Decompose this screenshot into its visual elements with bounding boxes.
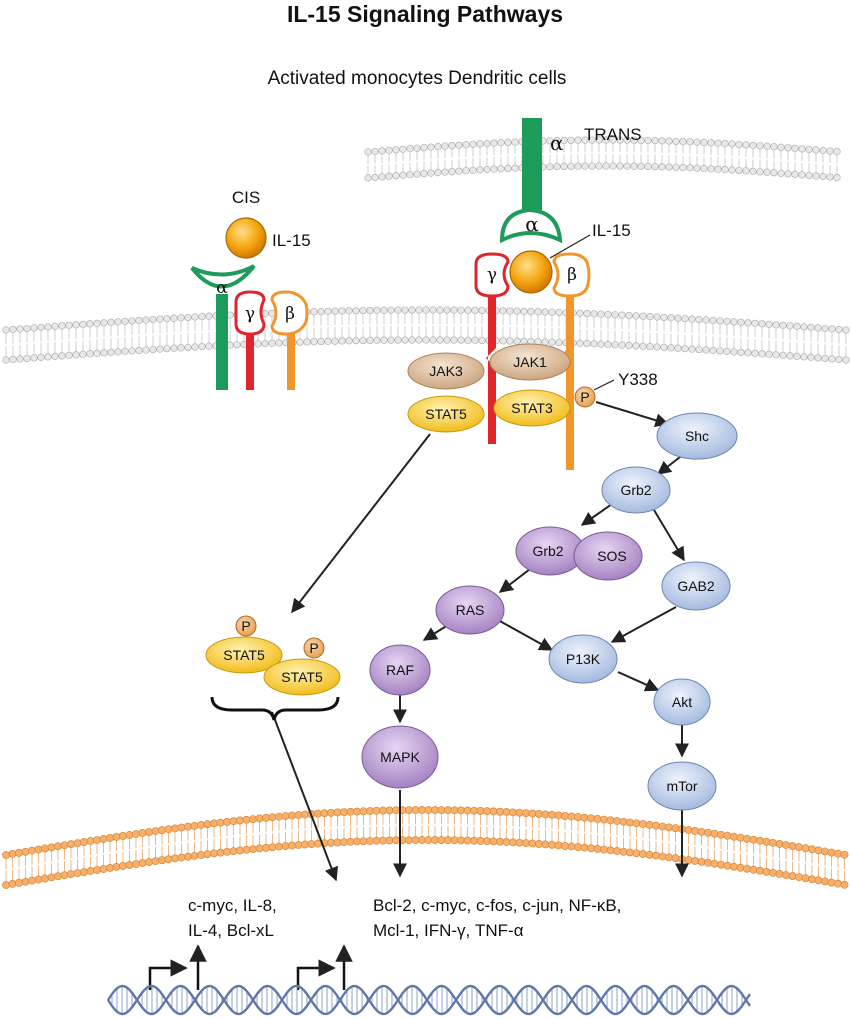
ras-label: RAS [456, 602, 485, 618]
subtitle: Activated monocytes Dendritic cells [268, 68, 567, 89]
cis-gamma-symbol: γ [245, 304, 255, 324]
arrow-stat5-dimer [291, 433, 431, 614]
cis-complex: CIS IL-15 α γ β [190, 188, 311, 390]
stat3-label: STAT3 [511, 400, 553, 416]
stat5-dimer-a-label: STAT5 [223, 647, 265, 663]
cis-beta-symbol: β [285, 304, 295, 324]
stat-genes-line1: c-myc, IL-8, [188, 896, 277, 915]
trans-alpha-top-stalk [522, 118, 542, 210]
akt-node [653, 678, 711, 726]
mtor-label: mTor [666, 778, 697, 794]
cis-label: CIS [232, 188, 260, 207]
main-genes-line1: Bcl-2, c-myc, c-fos, c-jun, NF-κB, [373, 896, 621, 915]
arrow-ras-raf [422, 624, 449, 641]
trans-il15-pointer [549, 234, 591, 259]
cis-alpha-chain [190, 264, 256, 289]
cis-alpha-stalk [216, 294, 228, 390]
stat5-label: STAT5 [425, 406, 467, 422]
arrow-grb2-gab2 [653, 509, 685, 562]
mapk-node [361, 725, 439, 789]
trans-complex: α TRANS α IL-15 γ β [474, 118, 642, 470]
y338-pointer [593, 379, 615, 391]
ras-node [435, 585, 505, 635]
trans-beta-stalk [558, 296, 574, 470]
arrow-grb2sos-ras [498, 565, 535, 593]
trans-beta-symbol: β [567, 265, 577, 285]
phospho-y338-label: P [580, 389, 589, 405]
stat5-dimer-a [205, 636, 283, 674]
sos-node [573, 531, 643, 581]
trans-label: TRANS [584, 125, 642, 144]
mapk-label: MAPK [380, 749, 420, 765]
cis-gamma-chain [234, 290, 266, 336]
trans-il15-label: IL-15 [592, 221, 631, 240]
arrow-p13k-akt [617, 671, 660, 692]
trans-alpha-top-symbol: α [550, 131, 564, 155]
stat5-dimer-b [263, 658, 341, 696]
cis-il15-ligand [225, 217, 267, 259]
raf-node [369, 644, 431, 696]
arrow-dimer-nucleus [271, 711, 339, 882]
jak3-label: JAK3 [429, 363, 463, 379]
akt-label: Akt [672, 694, 692, 710]
arrow-ras-p13k [497, 619, 554, 651]
page-title: IL-15 Signaling Pathways [287, 1, 563, 27]
raf-label: RAF [386, 662, 414, 678]
trans-beta-chain [552, 252, 591, 298]
sos-label: SOS [597, 548, 627, 564]
pathway-arrows [271, 401, 689, 882]
grb2-complex-label: Grb2 [532, 543, 563, 559]
transcription-start-sites [148, 944, 353, 990]
cis-gamma-stalk [246, 334, 254, 390]
p13k-node [548, 634, 618, 684]
arrow-shc-grb2 [656, 453, 685, 475]
phospho-dimer-a [235, 615, 257, 637]
main-genes-line2: Mcl-1, IFN-γ, TNF-α [373, 921, 524, 940]
stat5-dimer: STAT5 STAT5 P P [205, 615, 341, 721]
trans-il15-ligand [509, 250, 553, 294]
arrow-p-shc [595, 401, 670, 428]
arrow-grb2-grb2sos [580, 503, 613, 526]
trans-gamma-stalk [486, 296, 496, 444]
stat3-node [493, 389, 571, 427]
phospho-dimer-b-label: P [309, 640, 318, 656]
grb2-node [601, 466, 671, 514]
mtor-node [647, 761, 717, 811]
phospho-dimer-a-label: P [241, 618, 250, 634]
cis-alpha-symbol: α [216, 278, 228, 298]
p13k-label: P13K [566, 651, 601, 667]
gene-targets: c-myc, IL-8, IL-4, Bcl-xL Bcl-2, c-myc, … [188, 896, 621, 940]
shc-label: Shc [685, 428, 709, 444]
pathway-nodes: Shc Grb2 Grb2 SOS GAB2 RAS P13K RAF Akt … [361, 412, 738, 811]
arrow-gab2-p13k [610, 606, 677, 643]
stat5-node [407, 395, 485, 433]
trans-alpha-symbol: α [525, 212, 539, 236]
trans-gamma-chain [474, 252, 510, 298]
stat5-dimer-b-label: STAT5 [281, 669, 323, 685]
shc-node [656, 412, 738, 460]
cis-il15-label: IL-15 [272, 231, 311, 250]
trans-signaling-proteins: JAK3 JAK1 STAT5 STAT3 P Y338 [407, 343, 658, 433]
dna-helix [107, 984, 751, 1016]
phospho-dimer-b [303, 637, 325, 659]
cis-beta-chain [270, 290, 309, 336]
trans-gamma-symbol: γ [487, 265, 497, 285]
jak1-label: JAK1 [513, 354, 547, 370]
tss-arrow-2 [296, 959, 336, 990]
cell-membrane [2, 306, 850, 364]
grb2-label: Grb2 [620, 482, 651, 498]
stat-genes-line2: IL-4, Bcl-xL [188, 921, 274, 940]
y338-label: Y338 [618, 370, 658, 389]
phospho-y338 [574, 386, 596, 408]
gab2-node [661, 561, 731, 611]
gab2-label: GAB2 [677, 578, 715, 594]
nuclear-membrane [2, 806, 849, 889]
dimer-brace [210, 696, 340, 721]
jak1-node [489, 343, 571, 381]
tss-arrow-1 [148, 959, 188, 990]
cis-beta-stalk [287, 334, 295, 390]
trans-alpha-chain [499, 207, 563, 244]
jak3-node [407, 352, 485, 390]
